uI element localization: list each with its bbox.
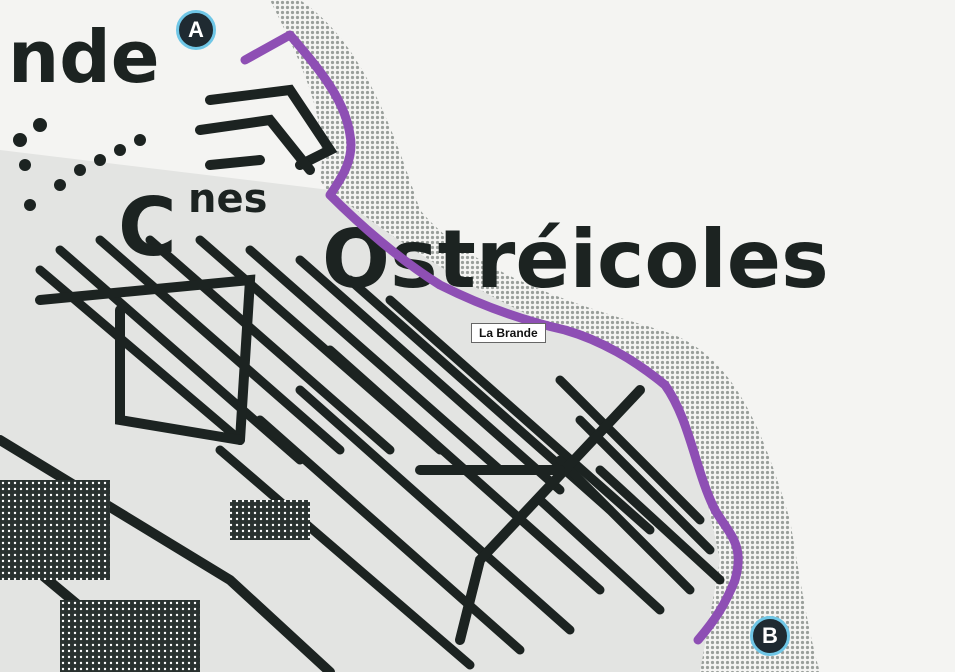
route-end-marker[interactable]: B bbox=[750, 616, 790, 656]
route-line bbox=[240, 30, 743, 645]
urban-patch-3 bbox=[230, 500, 310, 540]
label-cnes-c: C bbox=[118, 181, 177, 274]
urban-patch-1 bbox=[0, 480, 110, 580]
route-start-marker[interactable]: A bbox=[176, 10, 216, 50]
top-left-roads bbox=[195, 84, 338, 175]
marker-a-letter: A bbox=[188, 17, 204, 42]
label-nde: nde bbox=[8, 15, 160, 99]
dotted-path bbox=[13, 118, 146, 211]
label-cnes-sup: nes bbox=[188, 176, 267, 222]
marker-b-letter: B bbox=[762, 623, 778, 648]
urban-patch-2 bbox=[60, 600, 200, 672]
place-label-la-brande: La Brande bbox=[471, 323, 546, 343]
